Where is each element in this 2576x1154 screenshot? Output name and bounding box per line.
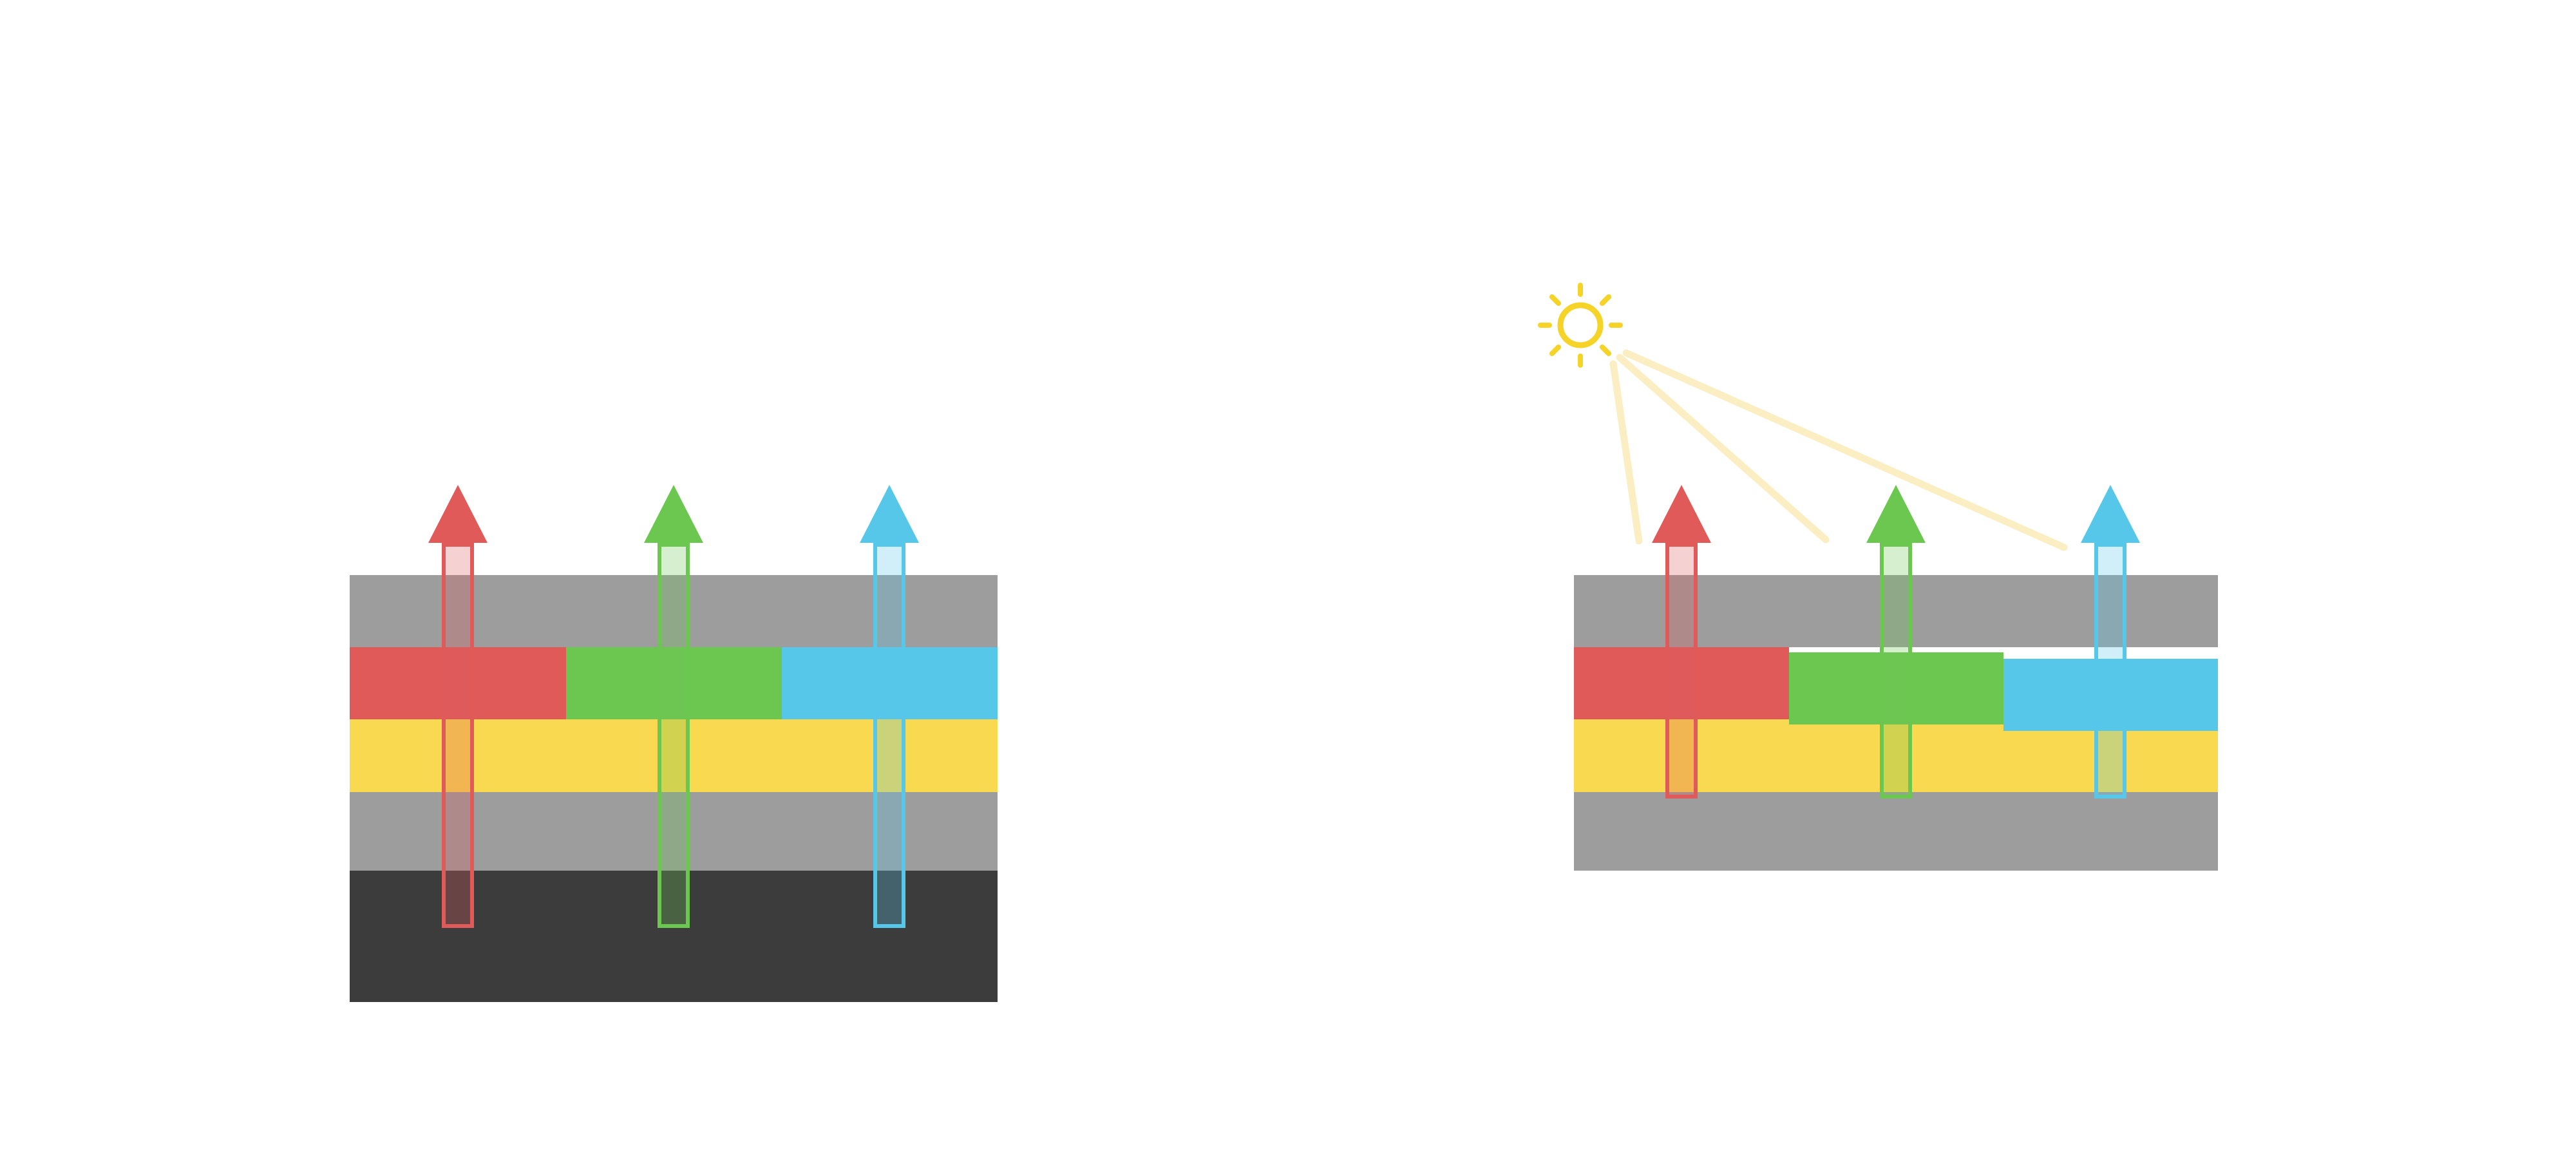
red-subpixel [350, 647, 566, 719]
gray-layer-top [1574, 575, 2218, 647]
arrow-body [1665, 543, 1698, 799]
sun-icon [1538, 283, 1623, 368]
red-light-arrow [1652, 485, 1711, 799]
arrow-body [873, 543, 905, 928]
arrow-body [2094, 543, 2126, 799]
backlight-layer [350, 871, 998, 1002]
sunbeam-line [1616, 354, 1830, 544]
red-light-arrow [428, 485, 488, 928]
arrow-head [1866, 485, 1926, 543]
arrow-head [1652, 485, 1711, 543]
arrow-body [658, 543, 690, 928]
green-subpixel [1789, 652, 2003, 724]
sun-rays [1538, 283, 1623, 368]
gray-layer-bottom [350, 792, 998, 871]
arrow-head [860, 485, 919, 543]
sun-disc [1557, 302, 1604, 348]
sunbeams [1609, 349, 2068, 551]
gray-layer-bottom [1574, 792, 2218, 871]
green-light-arrow [644, 485, 703, 928]
cyan-light-arrow [2081, 485, 2140, 799]
yellow-layer [350, 719, 998, 792]
sunbeam-line [1609, 360, 1643, 545]
arrow-head [428, 485, 488, 543]
cyan-subpixel [2003, 659, 2218, 731]
sunbeam-line [1622, 349, 2068, 551]
green-light-arrow [1866, 485, 1926, 799]
arrow-head [644, 485, 703, 543]
arrow-body [1880, 543, 1912, 799]
cyan-light-arrow [860, 485, 919, 928]
yellow-layer [1574, 719, 2218, 792]
red-subpixel [1574, 647, 1789, 719]
gray-layer-top [350, 575, 998, 647]
arrow-head [2081, 485, 2140, 543]
arrow-body [442, 543, 474, 928]
cyan-subpixel [782, 647, 998, 719]
green-subpixel [566, 647, 782, 719]
